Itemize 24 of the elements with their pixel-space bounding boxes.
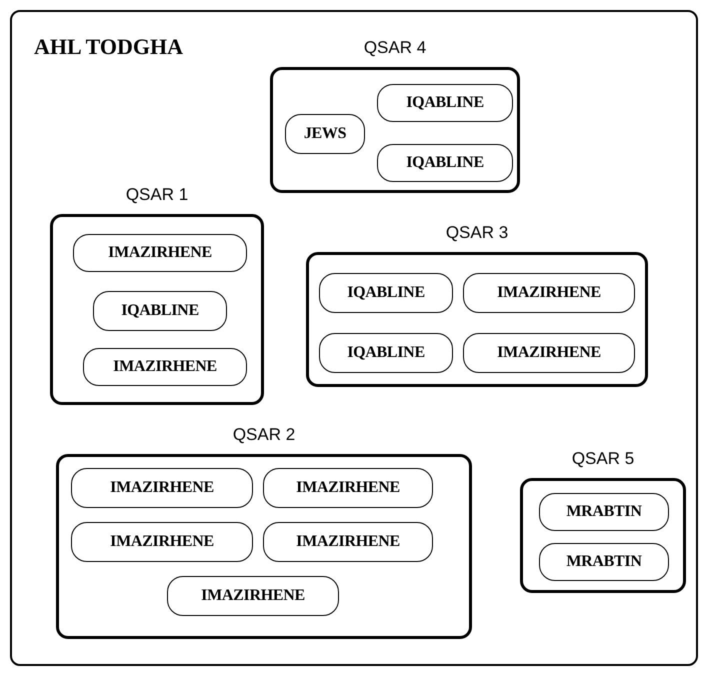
- group-tag: IQABLINE: [93, 291, 227, 331]
- group-tag: IMAZIRHENE: [263, 522, 433, 562]
- group-heading: QSAR 5: [570, 449, 636, 469]
- group-heading: QSAR 3: [444, 223, 510, 243]
- group-heading: QSAR 1: [124, 185, 190, 205]
- group-tag: IMAZIRHENE: [83, 348, 247, 386]
- group-heading: QSAR 4: [362, 38, 428, 58]
- group-tag: IQABLINE: [319, 273, 453, 313]
- group-tag: JEWS: [285, 114, 365, 154]
- group-tag: IMAZIRHENE: [71, 522, 253, 562]
- group-tag: MRABTIN: [539, 543, 669, 581]
- group-heading: QSAR 2: [232, 425, 296, 445]
- group-tag: IMAZIRHENE: [463, 273, 635, 313]
- group-tag: IMAZIRHENE: [73, 234, 247, 272]
- group-tag: IMAZIRHENE: [71, 468, 253, 508]
- group-tag: MRABTIN: [539, 493, 669, 531]
- group-tag: IQABLINE: [377, 144, 513, 182]
- group-tag: IMAZIRHENE: [463, 333, 635, 373]
- group-tag: IQABLINE: [377, 84, 513, 122]
- outer-frame: [10, 10, 698, 666]
- group-tag: IQABLINE: [319, 333, 453, 373]
- group-tag: IMAZIRHENE: [263, 468, 433, 508]
- group-tag: IMAZIRHENE: [167, 576, 339, 616]
- frame-heading: AHL TODGHA: [34, 34, 183, 60]
